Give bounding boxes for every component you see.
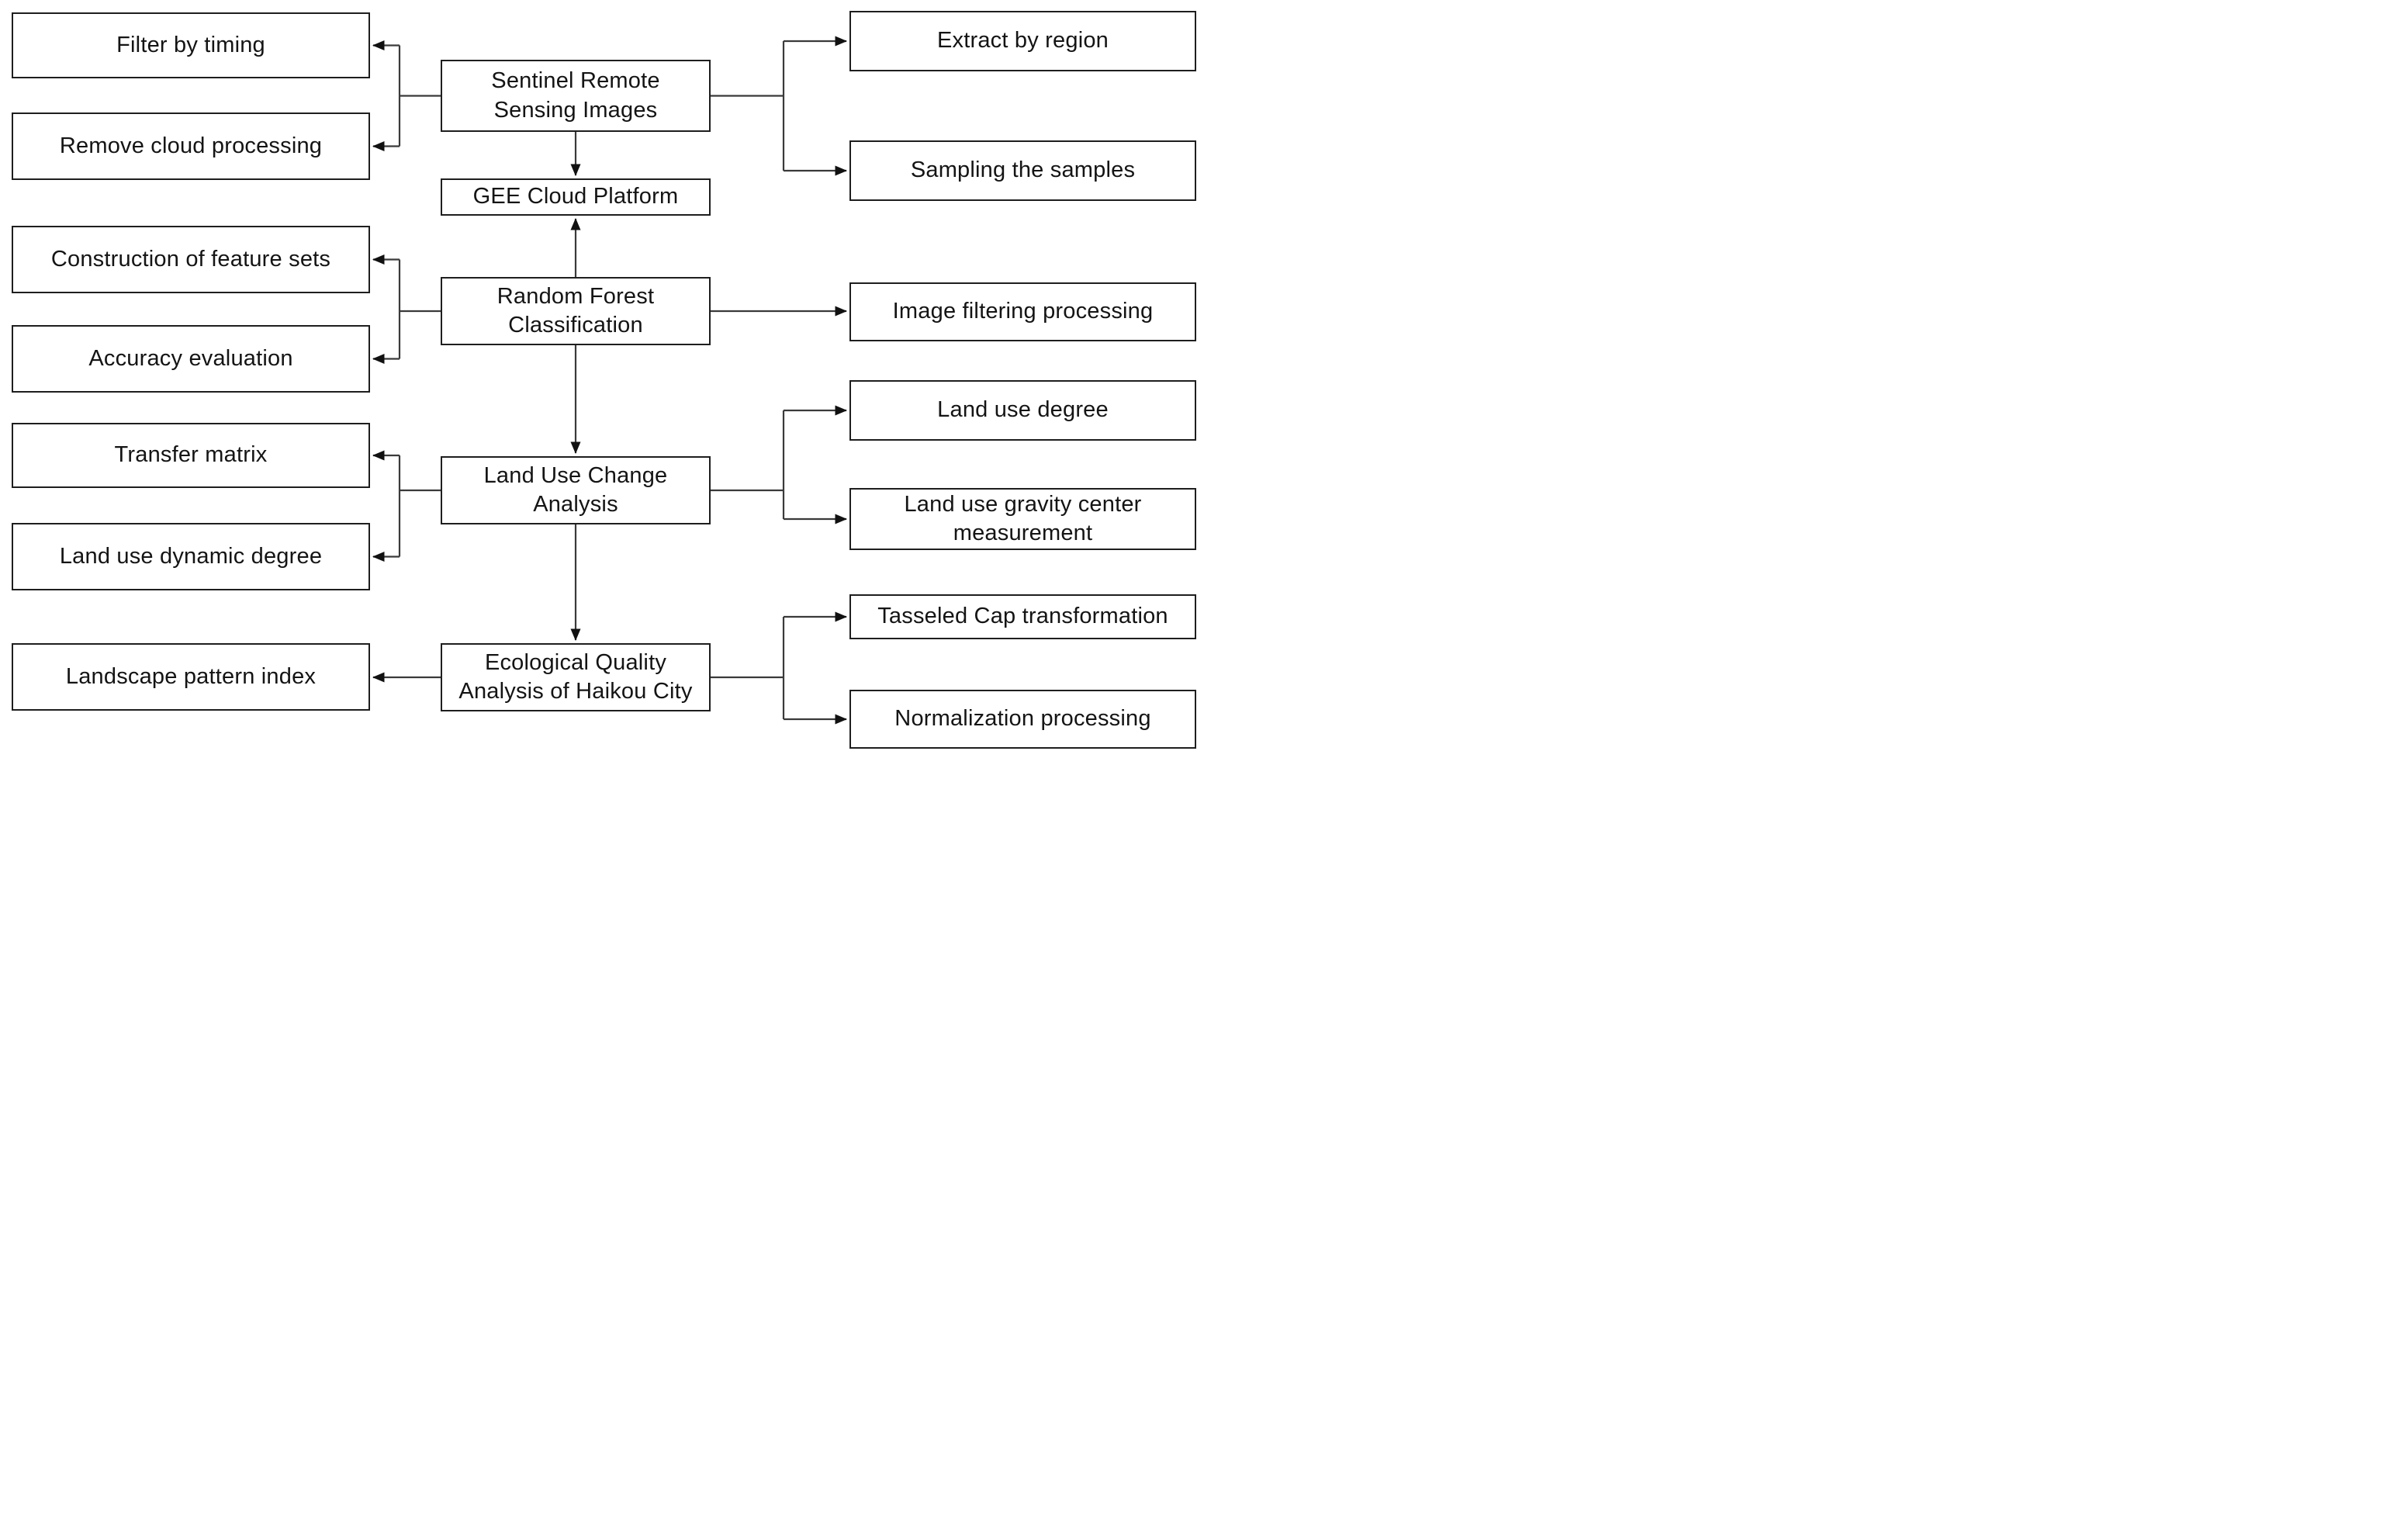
node-transfer-matrix: Transfer matrix (12, 423, 370, 488)
node-accuracy-evaluation: Accuracy evaluation (12, 325, 370, 393)
node-label-accuracy-evaluation: Accuracy evaluation (88, 345, 293, 371)
node-construction-of-feature-sets: Construction of feature sets (12, 226, 370, 293)
node-gee-cloud-platform: GEE Cloud Platform (441, 178, 711, 216)
connector-layer (372, 36, 847, 725)
node-label-random-forest-classification: Random Forest Classification (496, 283, 655, 337)
node-sampling-the-samples: Sampling the samples (849, 140, 1196, 201)
node-label-image-filtering-processing: Image filtering processing (892, 299, 1154, 324)
node-label-construction-of-feature-sets: Construction of feature sets (50, 246, 331, 272)
node-label-filter-by-timing: Filter by timing (116, 32, 265, 57)
node-label-sentinel-remote-sensing-images: Sentinel Remote Sensing Images (491, 68, 660, 123)
node-label-land-use-dynamic-degree: Land use dynamic degree (59, 543, 323, 569)
node-ecological-quality-analysis: Ecological Quality Analysis of Haikou Ci… (441, 643, 711, 711)
node-label-ecological-quality-analysis: Ecological Quality Analysis of Haikou Ci… (458, 649, 693, 704)
node-filter-by-timing: Filter by timing (12, 12, 370, 78)
node-land-use-degree: Land use degree (849, 380, 1196, 441)
node-label-land-use-change-analysis: Land Use Change Analysis (483, 462, 668, 517)
node-image-filtering-processing: Image filtering processing (849, 282, 1196, 341)
node-label-sampling-the-samples: Sampling the samples (910, 157, 1136, 183)
node-normalization-processing: Normalization processing (849, 690, 1196, 749)
node-label-gee-cloud-platform: GEE Cloud Platform (472, 184, 679, 209)
node-landscape-pattern-index: Landscape pattern index (12, 643, 370, 711)
node-label-transfer-matrix: Transfer matrix (114, 442, 268, 468)
node-remove-cloud-processing: Remove cloud processing (12, 112, 370, 180)
node-tasseled-cap-transformation: Tasseled Cap transformation (849, 594, 1196, 639)
node-land-use-dynamic-degree: Land use dynamic degree (12, 523, 370, 590)
node-label-land-use-degree: Land use degree (937, 397, 1109, 423)
node-label-normalization-processing: Normalization processing (894, 706, 1151, 732)
node-land-use-gravity-center-measurement: Land use gravity center measurement (849, 488, 1196, 550)
node-label-land-use-gravity-center-measurement: Land use gravity center measurement (904, 491, 1142, 545)
node-land-use-change-analysis: Land Use Change Analysis (441, 456, 711, 524)
node-sentinel-remote-sensing-images: Sentinel Remote Sensing Images (441, 60, 711, 132)
node-label-tasseled-cap-transformation: Tasseled Cap transformation (877, 604, 1168, 629)
node-label-extract-by-region: Extract by region (937, 28, 1109, 54)
node-random-forest-classification: Random Forest Classification (441, 277, 711, 345)
node-label-remove-cloud-processing: Remove cloud processing (59, 133, 323, 158)
node-extract-by-region: Extract by region (849, 11, 1196, 71)
node-label-landscape-pattern-index: Landscape pattern index (65, 663, 317, 689)
